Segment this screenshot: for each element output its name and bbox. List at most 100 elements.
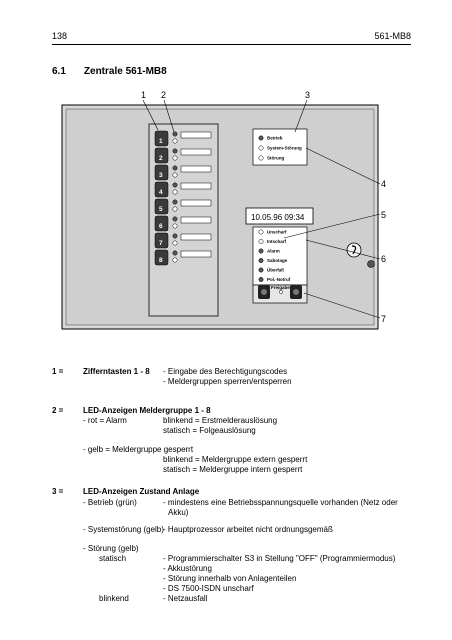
- item-2-red-line-1: blinkend = Erstmelderauslösung: [163, 416, 278, 425]
- alarm-led-label: Pol.-Notruf: [267, 277, 291, 282]
- key-icon: [351, 245, 357, 255]
- digit-key-4[interactable]: [154, 181, 169, 198]
- status-led-label: Störung: [267, 156, 284, 161]
- item-2-number: 2 =: [52, 406, 64, 415]
- digit-key-label: 3: [159, 172, 163, 179]
- item-3-betrieb-line-1: - mindestens eine Betriebsspannungsquell…: [163, 498, 398, 507]
- alarm-led-label: Sabotage: [267, 258, 288, 263]
- alarm-led: [258, 248, 264, 254]
- digit-key-5[interactable]: [154, 198, 169, 215]
- alarm-led-label: Überfall: [267, 267, 284, 273]
- keypad-row: 5: [154, 198, 212, 215]
- item-3-statisch-line-4: - DS 7500-ISDN unscharf: [163, 584, 254, 593]
- item-2-red-line-2: statisch = Folgeauslösung: [163, 426, 256, 435]
- zone-led-yellow: [172, 138, 178, 144]
- zone-led-yellow: [172, 240, 178, 246]
- header-rule: [52, 44, 411, 45]
- keypad-row: 6: [154, 215, 212, 232]
- item-3-blinkend-label: blinkend: [99, 594, 129, 603]
- keypad-row: 8: [154, 249, 212, 266]
- lcd-display-text: 10.05.96 09:34: [251, 213, 305, 222]
- zone-led-red: [172, 250, 178, 256]
- alarm-led-label: Alarm: [267, 249, 280, 254]
- digit-key-label: 5: [159, 206, 163, 213]
- item-3-system-label: - Systemstörung (gelb): [83, 525, 164, 534]
- digit-key-label: 4: [159, 189, 163, 196]
- item-3-statisch-line-2: - Akkustörung: [163, 564, 212, 573]
- zone-label-strip: [180, 250, 212, 258]
- digit-key-label: 7: [159, 240, 163, 247]
- item-2-title: LED-Anzeigen Meldergruppe 1 - 8: [83, 406, 211, 415]
- alarm-led: [258, 267, 264, 273]
- zone-led-red: [172, 233, 178, 239]
- leader-line-3: [294, 99, 308, 133]
- zone-label-strip: [180, 131, 212, 139]
- zone-label-strip: [180, 148, 212, 156]
- item-3-title: LED-Anzeigen Zustand Anlage: [83, 487, 200, 496]
- leader-line-4: [305, 147, 381, 185]
- item-2-yellow-line-1: blinkend = Meldergruppe extern gesperrt: [163, 455, 308, 464]
- item-3-betrieb-line-2: Akku): [168, 508, 189, 517]
- zone-led-red: [172, 182, 178, 188]
- leader-line-6: [305, 239, 381, 260]
- callout-7: 7: [381, 314, 386, 324]
- panel-front: [65, 108, 375, 326]
- zone-led-red: [172, 148, 178, 154]
- section-number: 6.1: [52, 66, 66, 77]
- item-2-yellow-label: - gelb = Meldergruppe gesperrt: [83, 445, 194, 454]
- zone-led-yellow: [172, 155, 178, 161]
- keypad-row: 1: [154, 130, 212, 147]
- lcd-display: [245, 207, 314, 225]
- freigabe-label: Freigabe: [271, 285, 290, 290]
- callout-6: 6: [381, 254, 386, 264]
- item-1-line-1: - Eingabe des Berechtigungscodes: [163, 367, 288, 376]
- callout-5: 5: [381, 210, 386, 220]
- status-led-label: System-Störung: [267, 146, 302, 151]
- zone-led-red: [172, 131, 178, 137]
- item-3-number: 3 =: [52, 487, 64, 496]
- digit-key-6[interactable]: [154, 215, 169, 232]
- status-led-label: Betrieb: [267, 136, 283, 141]
- item-3-statisch-line-1: - Programmierschalter S3 in Stellung "OF…: [163, 554, 396, 563]
- section-title: Zentrale 561-MB8: [83, 66, 167, 77]
- callout-2: 2: [161, 90, 166, 100]
- zone-led-red: [172, 199, 178, 205]
- digit-key-2[interactable]: [154, 147, 169, 164]
- item-3-blinkend-text: - Netzausfall: [163, 594, 208, 603]
- page-number: 138: [52, 31, 68, 41]
- document-code: 561-MB8: [374, 31, 411, 41]
- zone-led-yellow: [172, 172, 178, 178]
- zone-label-strip: [180, 165, 212, 173]
- freigabe-button-left-icon: [261, 289, 267, 295]
- digit-key-8[interactable]: [154, 249, 169, 266]
- callout-3: 3: [305, 90, 310, 100]
- keypad-row: 2: [154, 147, 212, 164]
- digit-key-label: 6: [159, 223, 163, 230]
- zone-led-red: [172, 165, 178, 171]
- status-led: [258, 145, 264, 151]
- keypad-row: 4: [154, 181, 212, 198]
- keypad-row: 3: [154, 164, 212, 181]
- status-led: [258, 155, 264, 161]
- zone-label-strip: [180, 182, 212, 190]
- digit-key-label: 1: [159, 138, 163, 145]
- key-switch[interactable]: [346, 242, 362, 258]
- item-3-statisch-label: statisch: [99, 554, 127, 563]
- zone-led-red: [172, 216, 178, 222]
- digit-key-label: 2: [159, 155, 163, 162]
- zone-led-yellow: [172, 223, 178, 229]
- alarm-led: [258, 277, 264, 282]
- alarm-led: [258, 239, 264, 244]
- item-3-stoerung-label: - Störung (gelb): [83, 544, 139, 553]
- zone-led-yellow: [172, 206, 178, 212]
- item-3-system-text: - Hauptprozessor arbeitet nicht ordnungs…: [163, 525, 333, 534]
- digit-key-1[interactable]: [154, 130, 169, 147]
- item-3-statisch-line-3: - Störung innerhalb von Anlagenteilen: [163, 574, 297, 583]
- digit-key-3[interactable]: [154, 164, 169, 181]
- item-1-number: 1 =: [52, 367, 64, 376]
- item-3-betrieb-label: - Betrieb (grün): [83, 498, 137, 507]
- freigabe-led: [279, 290, 283, 294]
- alarm-led-panel: [252, 226, 308, 286]
- digit-key-7[interactable]: [154, 232, 169, 249]
